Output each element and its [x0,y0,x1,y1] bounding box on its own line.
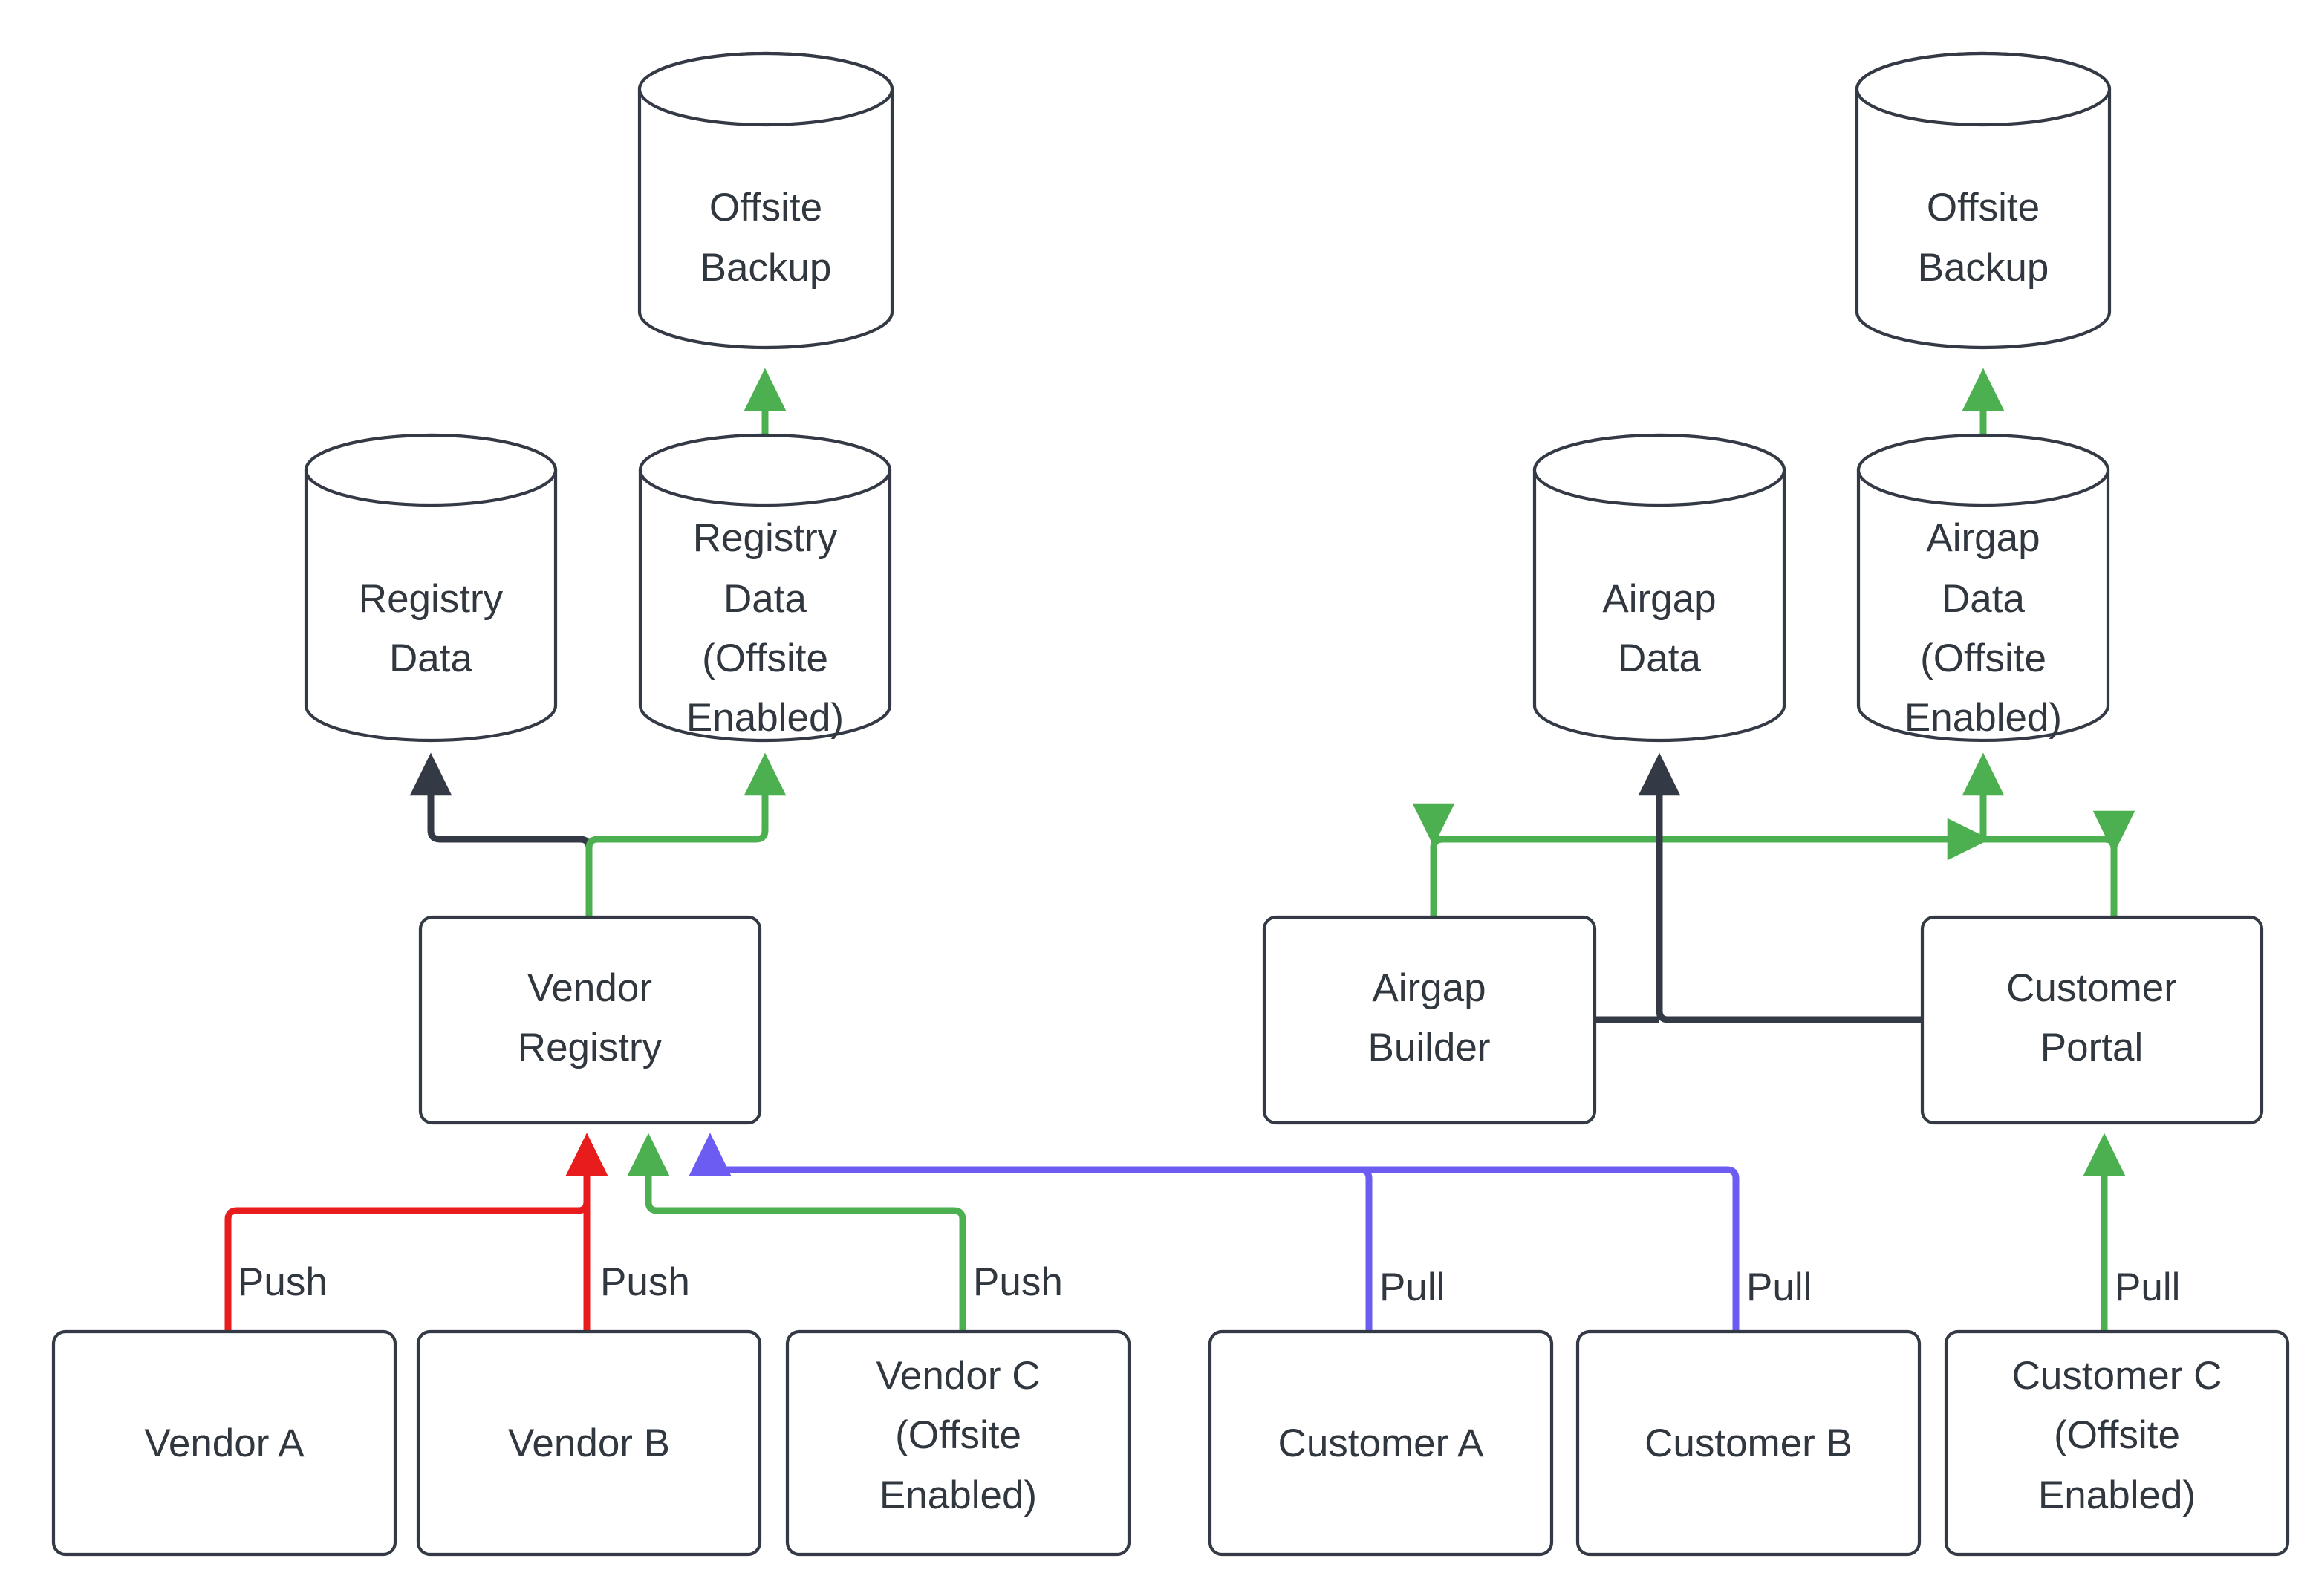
cylinder-top [1855,51,2112,127]
node-airgap-builder[interactable]: Airgap Builder [1262,915,1597,1125]
node-registry-data-offsite[interactable]: Registry Data (Offsite Enabled) [638,433,892,743]
node-vendor-registry[interactable]: Vendor Registry [418,915,762,1125]
node-label-line4: Enabled) [686,696,844,740]
node-box [1920,915,2264,1125]
node-box [51,1329,397,1557]
node-label-line3: (Offsite [702,636,828,680]
node-label-line2: Data [389,636,472,680]
node-customer-a[interactable]: Customer A [1208,1329,1554,1557]
edge-label-pull-b: Pull [1746,1266,1812,1309]
node-box [1944,1329,2290,1557]
link-vendor-a-to-vendor-registry [224,1133,608,1333]
node-label-line3: (Offsite [1920,636,2046,680]
node-box [1575,1329,1922,1557]
node-label-line1: Vendor A [144,1421,305,1465]
node-registry-data[interactable]: Registry Data [304,433,558,743]
node-airgap-data-offsite[interactable]: Airgap Data (Offsite Enabled) [1856,433,2110,743]
node-label-line1: Registry [693,516,838,560]
node-label-line1: Customer A [1278,1421,1485,1465]
node-label-line3: Enabled) [2038,1473,2196,1517]
node-label-line2: Builder [1368,1026,1491,1069]
node-label-line1: Airgap [1372,966,1486,1010]
node-label-line1: Offsite [1927,186,2040,229]
node-label-line1: Registry [359,577,504,621]
node-vendor-b[interactable]: Vendor B [416,1329,762,1557]
cylinder-top [638,433,892,507]
edge-label-push-b: Push [600,1260,690,1304]
node-offsite-backup-left[interactable]: Offsite Backup [637,51,894,350]
node-label-line1: Vendor C [876,1354,1041,1398]
edge-label-push-a: Push [238,1260,328,1304]
link-customer-portal-to-airgap-data [1638,752,1922,1023]
node-box [1208,1329,1554,1557]
node-label-line1: Vendor B [508,1421,670,1465]
link-vendor-registry-to-registry-data-offsite [585,752,787,916]
cylinder-top [637,51,894,127]
cylinder-top [1532,433,1786,507]
node-label-line1: Offsite [709,186,822,229]
node-label-line2: Portal [2040,1026,2143,1069]
node-label-line2: Backup [1918,246,2049,290]
node-customer-b[interactable]: Customer B [1575,1329,1922,1557]
node-customer-c[interactable]: Customer C (Offsite Enabled) [1944,1329,2290,1557]
node-label-line2: (Offsite [2054,1413,2180,1457]
node-label-line3: Enabled) [879,1473,1037,1517]
node-box [1262,915,1597,1125]
node-label-line1: Vendor [527,966,652,1010]
cylinder-top [1856,433,2110,507]
node-vendor-c[interactable]: Vendor C (Offsite Enabled) [785,1329,1131,1557]
link-customer-portal-to-airgap-data-offsite [1412,803,2118,916]
node-label-line1: Customer [2006,966,2177,1010]
node-label-line1: Customer C [2012,1354,2222,1398]
node-vendor-a[interactable]: Vendor A [51,1329,397,1557]
node-label-line4: Enabled) [1904,696,2062,740]
node-label-line1: Airgap [1926,516,2040,560]
link-vendor-registry-to-registry-data [409,752,593,916]
node-box [785,1329,1131,1557]
cylinder-top [304,433,558,507]
node-label-line1: Customer B [1645,1421,1852,1465]
node-offsite-backup-right[interactable]: Offsite Backup [1855,51,2112,350]
node-customer-portal[interactable]: Customer Portal [1920,915,2264,1125]
node-label-line2: Data [1942,577,2025,621]
node-label-line2: Registry [518,1026,663,1069]
node-label-line2: (Offsite [895,1413,1021,1457]
node-label-line1: Airgap [1602,577,1716,621]
node-label-line2: Data [1618,636,1701,680]
edge-label-push-c: Push [973,1260,1063,1304]
node-label-line2: Data [723,577,807,621]
link-airgap-builder-to-airgap-data-offsite [1430,810,2135,916]
link-customer-b-to-vendor-registry [689,1133,1740,1333]
node-airgap-data[interactable]: Airgap Data [1532,433,1786,743]
link-green-bus-airgap [1430,836,2118,916]
node-box [418,915,762,1125]
link-vendor-c-to-vendor-registry [627,1133,966,1333]
node-box [416,1329,762,1557]
edge-label-pull-c: Pull [2115,1266,2180,1309]
node-label-line2: Backup [700,246,832,290]
edge-label-pull-a: Pull [1379,1266,1445,1309]
